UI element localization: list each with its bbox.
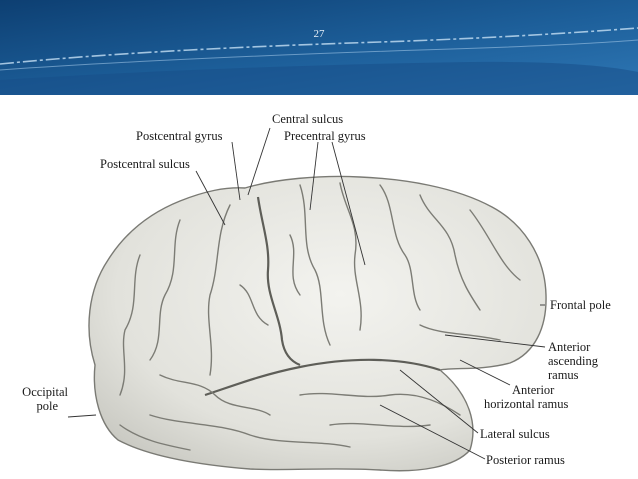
brain-outline: [88, 175, 547, 472]
label-posterior-ramus: Posterior ramus: [486, 453, 565, 467]
label-lateral-sulcus: Lateral sulcus: [480, 427, 550, 441]
label-postcentral-sulcus: Postcentral sulcus: [100, 157, 190, 171]
label-frontal-pole: Frontal pole: [550, 298, 611, 312]
central-sulcus-line: [256, 196, 301, 367]
label-anterior-ascending-ramus-line-3: ramus: [548, 368, 579, 382]
leader-lines: [67, 127, 546, 460]
header-background: [0, 0, 638, 95]
label-anterior-horizontal-ramus-line-2: horizontal ramus: [484, 397, 569, 411]
label-occipital-pole-line-2: pole: [36, 399, 58, 413]
label-anterior-ascending-ramus-line-1: Anterior: [548, 340, 591, 354]
slide-header: 27: [0, 0, 638, 95]
page-number: 27: [313, 28, 325, 40]
label-central-sulcus: Central sulcus: [272, 112, 344, 126]
label-precentral-gyrus: Precentral gyrus: [284, 129, 366, 143]
label-anterior-horizontal-ramus: Anterior horizontal ramus: [484, 383, 568, 411]
lateral-sulcus-line: [204, 358, 441, 397]
label-occipital-pole-line-1: Occipital: [22, 385, 68, 399]
label-anterior-ascending-ramus: Anterior ascending ramus: [548, 340, 598, 382]
brain-illustration: [67, 127, 547, 472]
label-anterior-ascending-ramus-line-2: ascending: [548, 354, 598, 368]
label-postcentral-gyrus: Postcentral gyrus: [136, 129, 223, 143]
label-anterior-horizontal-ramus-line-1: Anterior: [512, 383, 555, 397]
label-occipital-pole: Occipital pole: [8, 385, 68, 413]
gyri-pattern: [119, 182, 521, 451]
brain-lateral-view-figure: Central sulcus Postcentral gyrus Precent…: [0, 95, 638, 479]
